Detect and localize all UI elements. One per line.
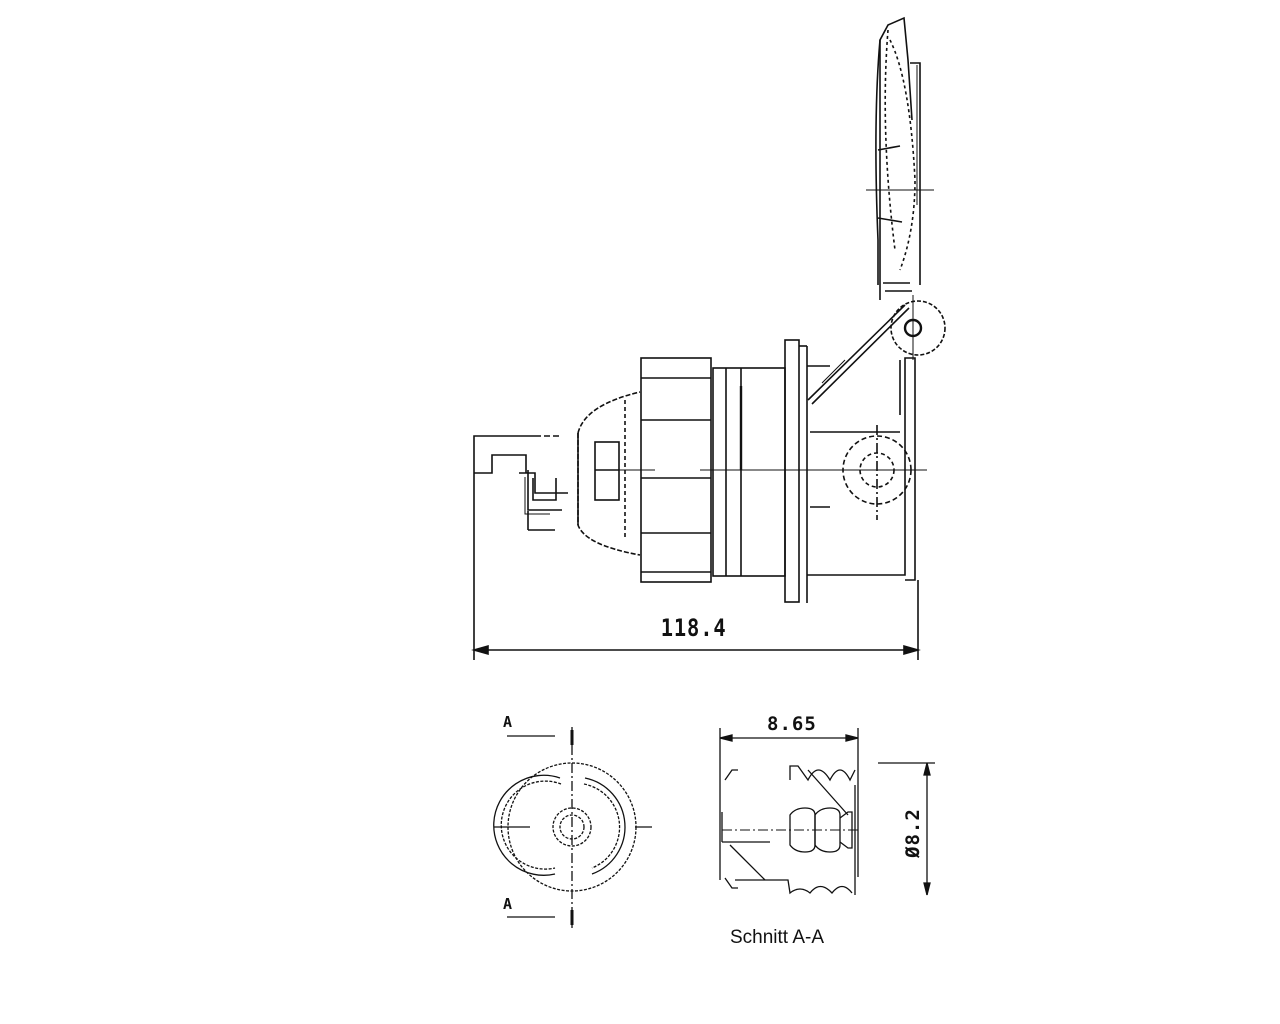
nose-cap (577, 391, 641, 556)
main-side-view (471, 16, 946, 660)
overall-length-dimension (471, 580, 921, 660)
flange (784, 339, 808, 603)
section-marker-top: A (503, 713, 513, 731)
section-view (719, 728, 935, 896)
barrel (712, 367, 786, 577)
actuator-lever (807, 16, 921, 405)
end-view (493, 727, 652, 928)
section-caption: Schnitt A-A (730, 927, 824, 948)
mounting-hole (842, 425, 912, 520)
terminal-pin (473, 435, 568, 660)
overall-length-label: 118.4 (660, 614, 727, 642)
rear-housing (807, 357, 916, 581)
section-marker-bottom: A (503, 895, 513, 913)
section-width-label: 8.65 (767, 713, 817, 735)
section-diameter-label: Ø8.2 (902, 808, 924, 858)
pivot-pin (890, 295, 946, 360)
